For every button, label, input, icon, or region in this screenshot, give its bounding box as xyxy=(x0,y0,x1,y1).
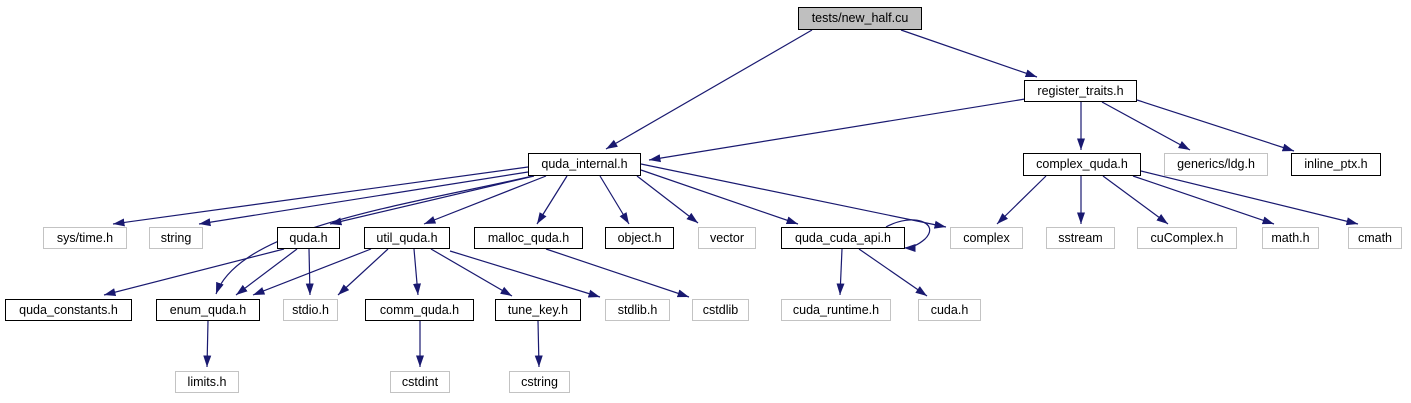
node-label: cmath xyxy=(1357,230,1393,245)
node-register_traits[interactable]: register_traits.h xyxy=(1024,80,1137,102)
node-math: math.h xyxy=(1262,227,1319,249)
node-enum_quda[interactable]: enum_quda.h xyxy=(156,299,260,321)
edge-register_traits-to-generics_ldg xyxy=(1101,101,1191,151)
node-label: comm_quda.h xyxy=(379,302,460,317)
node-label: cstdint xyxy=(401,374,439,389)
node-cmath: cmath xyxy=(1348,227,1402,249)
node-vector: vector xyxy=(698,227,756,249)
node-cstdint: cstdint xyxy=(390,371,450,393)
edge-quda_internal-to-sys_time xyxy=(112,166,529,227)
node-label: malloc_quda.h xyxy=(487,230,570,245)
node-label: inline_ptx.h xyxy=(1304,157,1368,172)
edge-util_quda-to-tune_key xyxy=(430,248,513,297)
node-limits: limits.h xyxy=(175,371,239,393)
edge-complex_quda-to-math xyxy=(1132,175,1275,225)
node-comm_quda[interactable]: comm_quda.h xyxy=(365,299,474,321)
node-cuda_runtime: cuda_runtime.h xyxy=(781,299,891,321)
edge-quda_internal-to-enum_quda xyxy=(215,175,534,295)
edge-util_quda-to-stdlib xyxy=(449,250,601,298)
node-string: string xyxy=(149,227,203,249)
edge-quda-to-enum_quda xyxy=(235,248,298,296)
node-label: object.h xyxy=(617,230,662,245)
node-label: vector xyxy=(709,230,745,245)
edge-new_half-to-register_traits xyxy=(900,29,1038,78)
node-quda_internal[interactable]: quda_internal.h xyxy=(528,153,641,176)
node-generics_ldg: generics/ldg.h xyxy=(1164,153,1268,176)
node-label: sys/time.h xyxy=(56,230,114,245)
edge-quda-to-quda_constants xyxy=(103,248,285,297)
edge-util_quda-to-stdio xyxy=(337,248,389,296)
edge-malloc_quda-to-cstdlib xyxy=(545,248,690,298)
node-cuda: cuda.h xyxy=(918,299,981,321)
node-label: string xyxy=(160,230,192,245)
node-sys_time: sys/time.h xyxy=(43,227,127,249)
node-tune_key[interactable]: tune_key.h xyxy=(495,299,581,321)
node-stdio: stdio.h xyxy=(283,299,338,321)
node-stdlib: stdlib.h xyxy=(605,299,670,321)
node-quda[interactable]: quda.h xyxy=(277,227,340,249)
edge-complex_quda-to-complex xyxy=(996,175,1047,225)
edge-quda_cuda_api-to-cuda_runtime xyxy=(836,248,845,296)
node-label: limits.h xyxy=(187,374,227,389)
node-label: tests/new_half.cu xyxy=(811,11,909,26)
node-label: cstdlib xyxy=(702,302,739,317)
node-quda_cuda_api[interactable]: quda_cuda_api.h xyxy=(781,227,905,249)
node-sstream: sstream xyxy=(1046,227,1115,249)
edge-quda_internal-to-malloc_quda xyxy=(536,175,568,225)
node-object[interactable]: object.h xyxy=(605,227,674,249)
node-label: tune_key.h xyxy=(507,302,569,317)
edge-quda_cuda_api-to-quda_cuda_api xyxy=(885,219,931,252)
edge-register_traits-to-quda_internal xyxy=(648,98,1026,163)
node-util_quda[interactable]: util_quda.h xyxy=(364,227,450,249)
node-label: quda_internal.h xyxy=(541,157,628,172)
node-label: cuda.h xyxy=(930,302,969,317)
node-label: complex xyxy=(963,230,1010,245)
edge-quda_internal-to-vector xyxy=(636,175,699,224)
node-cstdlib: cstdlib xyxy=(692,299,749,321)
edge-quda_internal-to-complex xyxy=(640,163,947,229)
edge-quda_internal-to-string xyxy=(198,171,529,227)
node-label: quda_cuda_api.h xyxy=(795,230,891,245)
edge-tune_key-to-cstring xyxy=(534,320,543,368)
node-label: generics/ldg.h xyxy=(1177,157,1255,172)
edge-quda_internal-to-util_quda xyxy=(423,175,547,225)
node-inline_ptx[interactable]: inline_ptx.h xyxy=(1291,153,1381,176)
edge-quda_internal-to-quda xyxy=(329,175,535,226)
node-label: cuda_runtime.h xyxy=(792,302,880,317)
node-label: cstring xyxy=(521,374,558,389)
node-label: util_quda.h xyxy=(376,230,438,245)
node-label: cuComplex.h xyxy=(1150,230,1224,245)
node-complex_quda[interactable]: complex_quda.h xyxy=(1023,153,1141,176)
edge-register_traits-to-inline_ptx xyxy=(1136,99,1295,152)
edge-quda_internal-to-object xyxy=(599,175,630,225)
node-label: complex_quda.h xyxy=(1036,157,1128,172)
node-cstring: cstring xyxy=(509,371,570,393)
edge-util_quda-to-comm_quda xyxy=(413,248,421,296)
edge-quda_internal-to-quda_cuda_api xyxy=(640,169,799,225)
node-label: register_traits.h xyxy=(1037,83,1124,98)
edge-enum_quda-to-limits xyxy=(203,320,212,368)
node-quda_constants[interactable]: quda_constants.h xyxy=(5,299,132,321)
node-label: math.h xyxy=(1271,230,1310,245)
edge-complex_quda-to-cucomplex xyxy=(1102,175,1169,225)
node-label: sstream xyxy=(1058,230,1103,245)
edge-complex_quda-to-cmath xyxy=(1140,170,1359,226)
edge-quda_cuda_api-to-cuda xyxy=(858,248,928,297)
node-label: quda_constants.h xyxy=(19,302,118,317)
node-cucomplex: cuComplex.h xyxy=(1137,227,1237,249)
edge-quda-to-stdio xyxy=(305,248,314,296)
node-label: stdio.h xyxy=(292,302,329,317)
node-new_half: tests/new_half.cu xyxy=(798,7,922,30)
node-label: stdlib.h xyxy=(617,302,658,317)
node-malloc_quda[interactable]: malloc_quda.h xyxy=(474,227,583,249)
node-label: quda.h xyxy=(289,230,328,245)
edge-util_quda-to-enum_quda xyxy=(252,248,372,296)
node-complex: complex xyxy=(950,227,1023,249)
node-label: enum_quda.h xyxy=(169,302,247,317)
edge-new_half-to-quda_internal xyxy=(605,29,813,150)
